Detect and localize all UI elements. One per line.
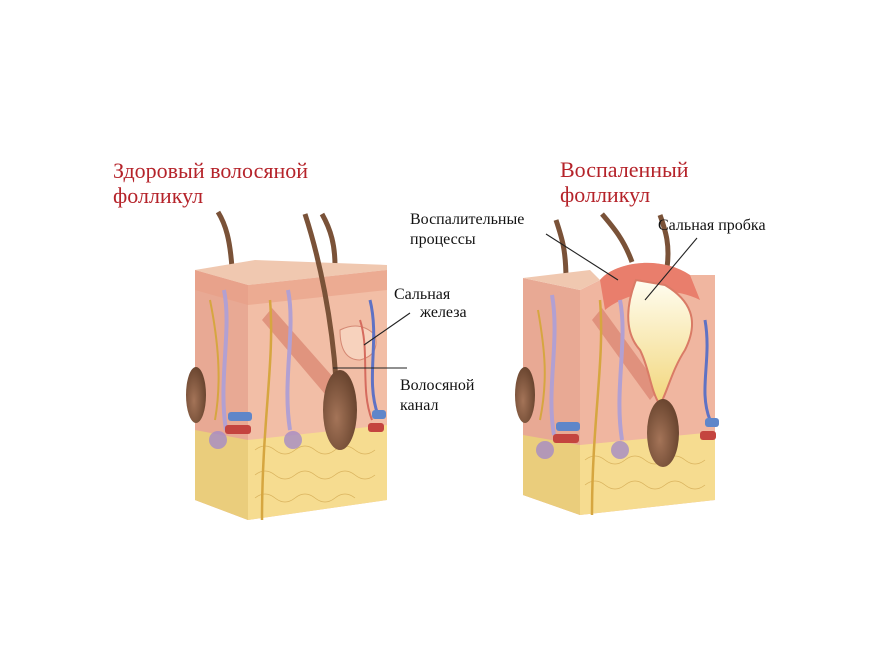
sebum-plug-leader (644, 237, 698, 301)
hair-canal-label-1: Волосяной (400, 377, 475, 394)
hair-canal-label-2: канал (400, 397, 438, 414)
inflamed-title-line1: Воспаленный (560, 157, 689, 182)
sebaceous-gland-label-1: Сальная (394, 286, 451, 303)
inflammation-label-1: Воспалительные (410, 211, 524, 228)
inflammation-leader (545, 233, 619, 281)
inflamed-title-line2: фолликул (560, 182, 650, 207)
healthy-title-line1: Здоровый волосяной (113, 158, 308, 183)
healthy-title-line2: фолликул (113, 183, 203, 208)
sebum-plug-label: Сальная пробка (658, 217, 766, 234)
sebaceous-gland-label-2: железа (419, 304, 467, 321)
inflammation-label-2: процессы (410, 231, 476, 248)
inflamed-skin-block (515, 212, 719, 516)
healthy-skin-block (186, 210, 387, 521)
sebaceous-gland-leader (363, 312, 411, 346)
